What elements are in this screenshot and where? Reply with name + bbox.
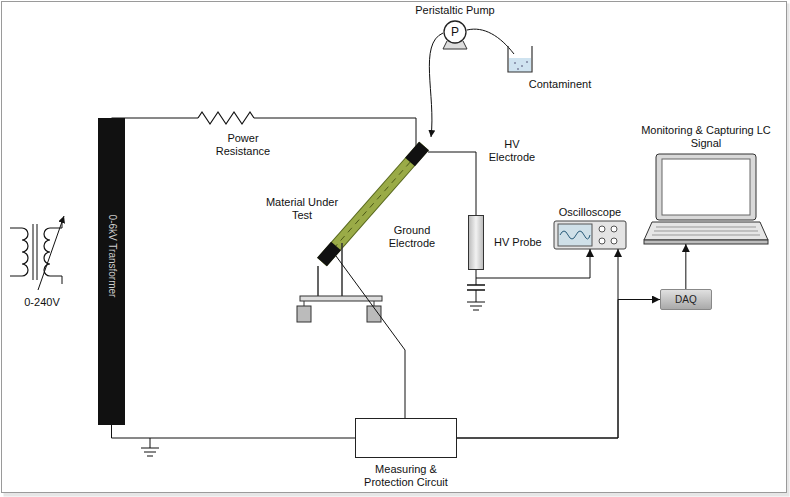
probe-label: HV Probe — [494, 236, 542, 249]
supply-label: 0-240V — [14, 296, 70, 309]
laptop-lid — [656, 154, 756, 220]
oscilloscope-trace — [560, 231, 590, 239]
contaminant-tube — [429, 33, 443, 137]
laptop-box: Monitoring & Capturing LC Signal — [632, 124, 780, 244]
supply-tube — [467, 29, 514, 54]
oscilloscope-frame — [554, 221, 626, 249]
signal-wire — [112, 425, 356, 438]
oscilloscope-knob — [599, 226, 605, 232]
probe-body — [468, 215, 484, 270]
part-label: HV Electrode — [484, 138, 540, 164]
oscilloscope-label: Oscilloscope — [559, 206, 621, 219]
pump-circle: Peristaltic PumpP — [395, 4, 515, 44]
stand-foot — [297, 306, 311, 322]
probe-wire — [428, 152, 476, 215]
supply-wire — [254, 118, 416, 147]
part-label: Ground Electrode — [380, 224, 444, 250]
variac-core — [33, 224, 37, 280]
signal-wire — [476, 249, 590, 278]
laptop-keyboard — [652, 227, 760, 235]
oscilloscope-icon — [554, 221, 626, 249]
oscilloscope-knob — [611, 226, 617, 232]
capacitor-symbol — [467, 285, 485, 290]
transformer-label: 0-6kV Transformer — [105, 215, 118, 298]
beaker — [508, 46, 532, 72]
transformer-bar: 0-6kV Transformer — [98, 118, 125, 425]
ground-symbol — [141, 438, 159, 456]
daq-label: DAQ — [675, 293, 697, 306]
hv-probe: HV Probe — [468, 215, 542, 270]
circuit-label: Measuring & Protection Circuit — [355, 463, 457, 489]
pump-symbol: P — [443, 20, 467, 44]
circuit-box: Measuring & Protection Circuit — [355, 418, 457, 489]
oscilloscope-knob — [599, 238, 605, 244]
ground-symbol — [467, 302, 485, 310]
laptop-base — [644, 222, 768, 240]
signal-wire — [457, 300, 660, 439]
laptop-screen — [662, 159, 750, 215]
stand-bar — [300, 296, 382, 301]
hv-electrode-symbol — [410, 146, 424, 162]
daq-box: DAQ — [660, 289, 712, 310]
contaminant-liquid — [509, 58, 531, 72]
return-wire — [336, 256, 405, 418]
stand-post — [304, 301, 374, 306]
oscilloscope-screen — [558, 224, 592, 246]
resistor-symbol — [198, 112, 254, 124]
part-label: Contaminent — [520, 78, 600, 91]
probe-wire — [476, 278, 477, 285]
signal-wire — [685, 244, 686, 289]
oscilloscope-box: Oscilloscope — [551, 206, 629, 249]
variac-adjust-arrow — [38, 216, 64, 290]
connector-group — [112, 244, 686, 438]
pump-outline: P — [443, 20, 467, 44]
pump-circle-outline — [444, 21, 466, 43]
laptop-label: Monitoring & Capturing LC Signal — [641, 124, 771, 150]
laptop-frame — [644, 154, 768, 244]
variac-lead — [10, 228, 22, 276]
part-label: Power Resistance — [212, 132, 274, 158]
stand-leg — [318, 243, 342, 296]
oscilloscope-knob — [611, 238, 617, 244]
laptop-front — [644, 240, 768, 244]
variac-secondary-coil — [44, 228, 50, 276]
pump-label: Peristaltic Pump — [415, 4, 494, 17]
circuit-outline — [355, 418, 457, 458]
signal-wire — [457, 249, 618, 438]
ground-electrode-symbol — [322, 246, 336, 262]
variac-primary-coil — [22, 228, 28, 276]
part-label: Material Under Test — [262, 196, 342, 222]
probe-wire — [476, 290, 477, 302]
contaminant-dots — [514, 62, 528, 69]
